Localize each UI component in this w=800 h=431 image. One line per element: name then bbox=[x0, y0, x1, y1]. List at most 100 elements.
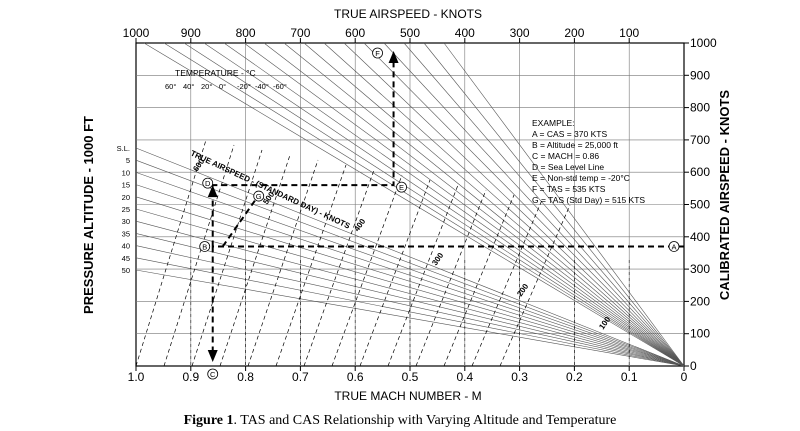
top-tick-label: 100 bbox=[619, 26, 639, 40]
bottom-tick-label: 0.4 bbox=[456, 370, 473, 384]
altitude-line bbox=[135, 184, 685, 367]
tas-fan-line bbox=[223, 42, 685, 367]
altitude-line bbox=[135, 257, 685, 367]
example-line-b: B = Altitude = 25,000 ft bbox=[532, 140, 619, 150]
bottom-tick-label: 0 bbox=[681, 370, 688, 384]
arrow-up-icon bbox=[388, 51, 399, 63]
example-title: EXAMPLE: bbox=[532, 118, 575, 128]
point-marker-e bbox=[396, 181, 407, 193]
point-marker-f bbox=[372, 47, 383, 59]
tas-fan-line bbox=[343, 42, 685, 367]
example-line-d: D = Sea Level Line bbox=[532, 162, 604, 172]
caption-text: . TAS and CAS Relationship with Varying … bbox=[233, 413, 617, 428]
altitude-line bbox=[135, 159, 685, 367]
tas-standard-dashed-line bbox=[275, 164, 347, 367]
tas-fan-line bbox=[283, 42, 685, 367]
right-tick-label: 0 bbox=[690, 359, 697, 373]
tas-standard-dashed-line bbox=[219, 154, 291, 367]
tas-fan-line bbox=[383, 42, 685, 367]
top-tick-label: 200 bbox=[564, 26, 584, 40]
temperature-value: -60° bbox=[273, 82, 287, 91]
figure-caption: Figure 1. TAS and CAS Relationship with … bbox=[0, 413, 800, 429]
right-tick-label: 600 bbox=[690, 165, 710, 179]
point-label-d: D bbox=[205, 179, 211, 188]
right-tick-label: 100 bbox=[690, 327, 710, 341]
curves bbox=[135, 42, 685, 367]
right-tick-label: 400 bbox=[690, 230, 710, 244]
right-axis-title: CALIBRATED AIRSPEED - KNOTS bbox=[717, 90, 732, 301]
point-label-c: C bbox=[210, 370, 216, 379]
altitude-label: 5 bbox=[126, 156, 130, 165]
altitude-label: 50 bbox=[122, 266, 130, 275]
right-tick-label: 800 bbox=[690, 101, 710, 115]
tas-fan-line bbox=[303, 42, 685, 367]
altitude-label: 25 bbox=[122, 205, 130, 214]
tas-standard-dashed-line bbox=[415, 189, 487, 367]
altitude-label: 15 bbox=[122, 181, 130, 190]
tas-standard-dashed-line bbox=[499, 204, 571, 367]
point-marker-g bbox=[253, 190, 265, 202]
point-marker-c bbox=[207, 368, 219, 380]
altitude-line bbox=[135, 269, 685, 367]
tas-standard-value-label: 400 bbox=[352, 217, 367, 234]
top-tick-label: 600 bbox=[345, 26, 365, 40]
tas-fan-line bbox=[183, 42, 685, 367]
tas-fan-line bbox=[443, 42, 685, 367]
point-label-a: A bbox=[671, 242, 676, 251]
bottom-tick-label: 0.5 bbox=[402, 370, 419, 384]
tas-standard-dashed-line bbox=[135, 139, 207, 367]
top-tick-label: 900 bbox=[181, 26, 201, 40]
bottom-tick-label: 0.9 bbox=[182, 370, 199, 384]
arrow-up-icon bbox=[207, 185, 218, 198]
temperature-value: 0° bbox=[219, 82, 226, 91]
altitude-label: 45 bbox=[122, 254, 130, 263]
point-label-g: G bbox=[256, 192, 262, 201]
bottom-tick-label: 1.0 bbox=[128, 370, 145, 384]
example-line-a: A = CAS = 370 KTS bbox=[532, 129, 607, 139]
tas-standard-dashed-line bbox=[303, 169, 375, 367]
tas-standard-value-label: 300 bbox=[430, 251, 445, 268]
right-tick-label: 900 bbox=[690, 68, 710, 82]
tas-standard-dashed-line bbox=[359, 179, 431, 367]
point-marker-b bbox=[199, 241, 211, 252]
temperature-value: 20° bbox=[201, 82, 212, 91]
tas-fan-line bbox=[423, 42, 685, 367]
tas-fan-line bbox=[143, 42, 685, 367]
example-line-g: G = TAS (Std Day) = 515 KTS bbox=[532, 195, 645, 205]
top-tick-label: 500 bbox=[400, 26, 420, 40]
tas-standard-dashed-line bbox=[247, 159, 319, 367]
example-line-e: E = Non-std temp = -20°C bbox=[532, 173, 630, 183]
right-tick-label: 1000 bbox=[690, 36, 717, 50]
example-line-f: F = TAS = 535 KTS bbox=[532, 184, 606, 194]
bottom-tick-label: 0.3 bbox=[511, 370, 528, 384]
tas-standard-dashed-line bbox=[163, 144, 235, 367]
tas-standard-dashed-line bbox=[331, 174, 403, 367]
right-tick-label: 300 bbox=[690, 262, 710, 276]
arrow-down-icon bbox=[207, 350, 218, 362]
top-axis-title: TRUE AIRSPEED - KNOTS bbox=[334, 7, 482, 21]
point-marker-d bbox=[202, 177, 214, 189]
temperature-value: -20° bbox=[237, 82, 251, 91]
tas-fan-line bbox=[363, 42, 685, 367]
bottom-tick-label: 0.6 bbox=[347, 370, 364, 384]
altitude-label: 10 bbox=[122, 168, 130, 177]
example-box: EXAMPLE: A = CAS = 370 KTS B = Altitude … bbox=[532, 118, 645, 205]
tas-fan-line bbox=[243, 42, 685, 367]
right-tick-label: 500 bbox=[690, 198, 710, 212]
point-label-b: B bbox=[202, 242, 207, 251]
altitude-line bbox=[135, 233, 685, 367]
altitude-line bbox=[135, 196, 685, 367]
temperature-value: 60° bbox=[165, 82, 176, 91]
tas-fan-line bbox=[323, 42, 685, 367]
top-tick-label: 800 bbox=[236, 26, 256, 40]
tas-standard-dashed-line bbox=[443, 194, 515, 367]
temperature-value: 40° bbox=[183, 82, 194, 91]
top-tick-label: 700 bbox=[290, 26, 310, 40]
altitude-line bbox=[135, 220, 685, 367]
tas-standard-value-label: 100 bbox=[597, 315, 612, 332]
tas-standard-dashed-line bbox=[471, 199, 543, 367]
altitude-line bbox=[135, 208, 685, 367]
altitude-label: 20 bbox=[122, 193, 130, 202]
top-tick-label: 1000 bbox=[123, 26, 150, 40]
bottom-axis-title: TRUE MACH NUMBER - M bbox=[334, 389, 481, 403]
